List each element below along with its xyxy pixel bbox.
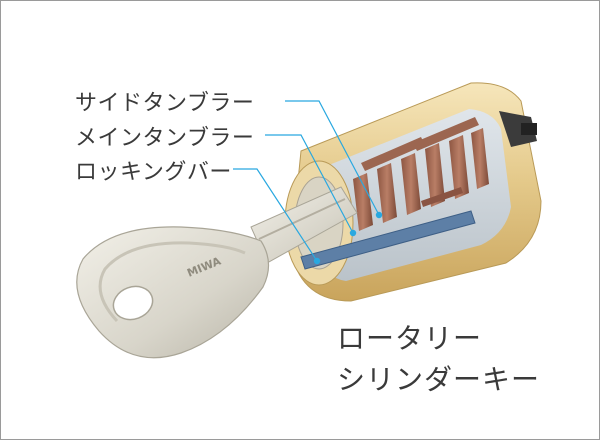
- leader-dot-locking-bar: [313, 257, 321, 265]
- title-line-1: ロータリー: [337, 322, 483, 355]
- leader-line-main-tumbler: [265, 134, 354, 234]
- main-tumblers: [353, 128, 489, 231]
- label-locking-bar: ロッキングバー: [75, 160, 232, 185]
- leader-dot-side-tumbler: [375, 211, 383, 219]
- leader-line-locking-bar: [233, 168, 318, 262]
- leader-line-side-tumbler: [285, 100, 380, 216]
- label-main-tumbler: メインタンブラー: [75, 126, 255, 151]
- title-line-2: シリンダーキー: [337, 363, 541, 396]
- side-tumblers: [361, 117, 479, 207]
- leader-lines: [233, 100, 380, 262]
- leader-dot-main-tumbler: [349, 229, 357, 237]
- locking-bar: [300, 210, 476, 270]
- key: MIWA: [76, 186, 358, 359]
- leader-dots: [313, 211, 383, 265]
- label-side-tumbler: サイドタンブラー: [75, 91, 255, 116]
